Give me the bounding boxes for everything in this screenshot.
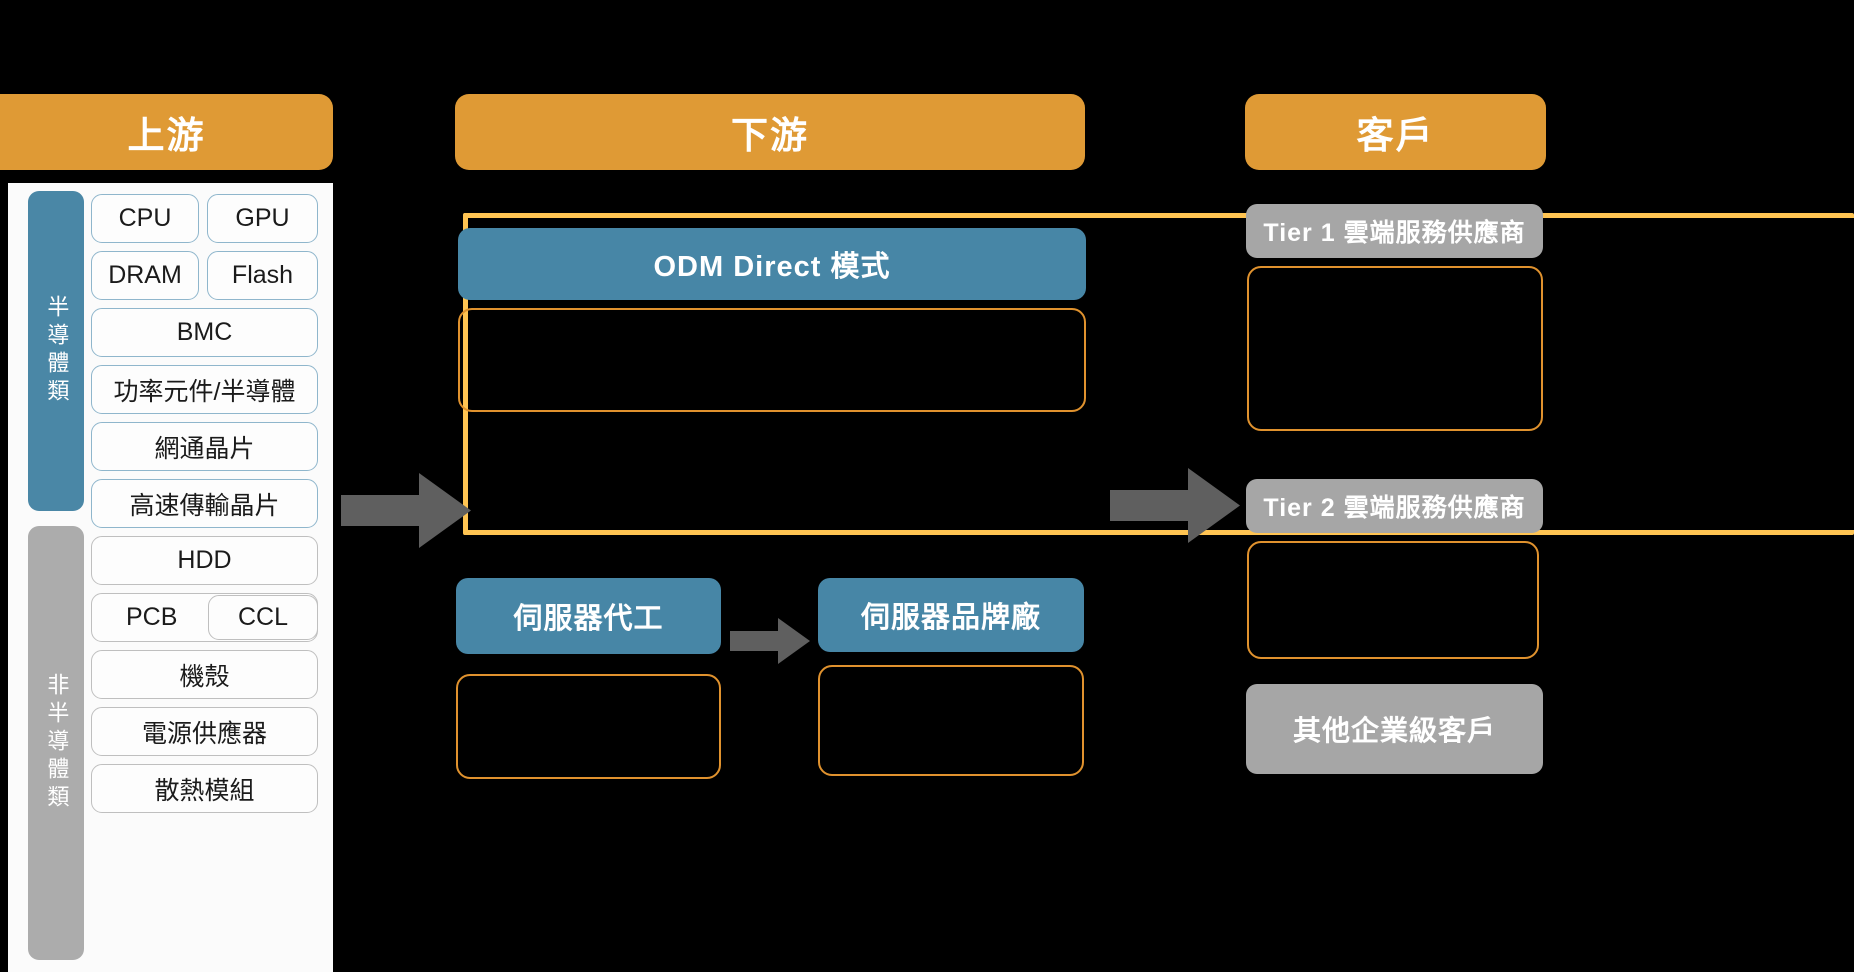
category-bar-semiconductor: 半導體類 xyxy=(28,191,84,511)
customer-tier1-detail-box[interactable] xyxy=(1247,266,1543,431)
header-upstream-label: 上游 xyxy=(127,115,206,156)
upstream-item-hdd-label: HDD xyxy=(177,546,232,574)
upstream-item-power-supply-label: 電源供應器 xyxy=(141,719,267,748)
odm-direct-highlight-frame xyxy=(463,213,1854,535)
customer-tier2-label: Tier 2 雲端服務供應商 xyxy=(1263,494,1526,522)
upstream-item-chassis-label: 機殼 xyxy=(179,662,230,691)
upstream-panel: 半導體類 非半導體類 CPU GPU DRAM Flash BMC 功率元件/半… xyxy=(8,183,333,972)
arrow-upstream-to-downstream-icon xyxy=(341,473,471,548)
customer-tier2-detail-box[interactable] xyxy=(1247,541,1539,659)
server-oem-detail-box[interactable] xyxy=(456,674,721,779)
server-brand-box[interactable]: 伺服器品牌廠 xyxy=(818,578,1084,652)
server-brand-detail-box[interactable] xyxy=(818,665,1084,776)
header-downstream: 下游 xyxy=(455,94,1085,170)
customer-other-enterprise-label: 其他企業級客戶 xyxy=(1292,715,1496,746)
upstream-item-dram[interactable]: DRAM xyxy=(91,251,199,300)
upstream-item-power-supply[interactable]: 電源供應器 xyxy=(91,707,318,756)
upstream-item-gpu-label: GPU xyxy=(235,204,290,232)
upstream-item-bmc-label: BMC xyxy=(176,318,233,346)
server-oem-label: 伺服器代工 xyxy=(513,603,664,635)
arrow-oem-to-brand-icon xyxy=(730,618,810,664)
upstream-item-highspeed-chip[interactable]: 高速傳輸晶片 xyxy=(91,479,318,528)
upstream-item-gpu[interactable]: GPU xyxy=(207,194,318,243)
customer-other-enterprise-badge[interactable]: 其他企業級客戶 xyxy=(1246,684,1543,774)
server-oem-box[interactable]: 伺服器代工 xyxy=(456,578,721,654)
upstream-item-chassis[interactable]: 機殼 xyxy=(91,650,318,699)
upstream-item-ccl-label: CCL xyxy=(237,603,288,631)
upstream-item-networking-chip[interactable]: 網通晶片 xyxy=(91,422,318,471)
header-customer: 客戶 xyxy=(1245,94,1546,170)
upstream-item-ccl[interactable]: CCL xyxy=(208,595,318,640)
upstream-item-thermal-module[interactable]: 散熱模組 xyxy=(91,764,318,813)
upstream-item-pcb-label: PCB xyxy=(126,603,178,631)
upstream-item-cpu[interactable]: CPU xyxy=(91,194,199,243)
upstream-item-flash[interactable]: Flash xyxy=(207,251,318,300)
customer-tier2-badge[interactable]: Tier 2 雲端服務供應商 xyxy=(1246,479,1543,533)
upstream-item-flash-label: Flash xyxy=(231,261,294,289)
upstream-item-highspeed-chip-label: 高速傳輸晶片 xyxy=(129,491,280,520)
upstream-item-cpu-label: CPU xyxy=(118,204,172,232)
odm-direct-detail-box[interactable] xyxy=(458,308,1086,412)
odm-direct-box[interactable]: ODM Direct 模式 xyxy=(458,228,1086,300)
upstream-item-thermal-module-label: 散熱模組 xyxy=(154,776,255,805)
header-upstream: 上游 xyxy=(0,94,333,170)
upstream-item-bmc[interactable]: BMC xyxy=(91,308,318,357)
arrow-downstream-to-customer-icon xyxy=(1110,468,1240,543)
category-bar-non-semiconductor: 非半導體類 xyxy=(28,526,84,960)
category-bar-semiconductor-label: 半導體類 xyxy=(44,295,70,407)
upstream-item-networking-chip-label: 網通晶片 xyxy=(154,434,255,463)
customer-tier1-badge[interactable]: Tier 1 雲端服務供應商 xyxy=(1246,204,1543,258)
upstream-item-hdd[interactable]: HDD xyxy=(91,536,318,585)
upstream-item-dram-label: DRAM xyxy=(108,261,182,289)
upstream-item-power-component-label: 功率元件/半導體 xyxy=(113,377,296,406)
server-brand-label: 伺服器品牌廠 xyxy=(860,602,1041,634)
upstream-item-power-component[interactable]: 功率元件/半導體 xyxy=(91,365,318,414)
category-bar-non-semiconductor-label: 非半導體類 xyxy=(44,673,70,813)
header-customer-label: 客戶 xyxy=(1356,115,1435,156)
header-downstream-label: 下游 xyxy=(731,115,809,156)
customer-tier1-label: Tier 1 雲端服務供應商 xyxy=(1263,219,1526,247)
odm-direct-label: ODM Direct 模式 xyxy=(653,251,891,283)
